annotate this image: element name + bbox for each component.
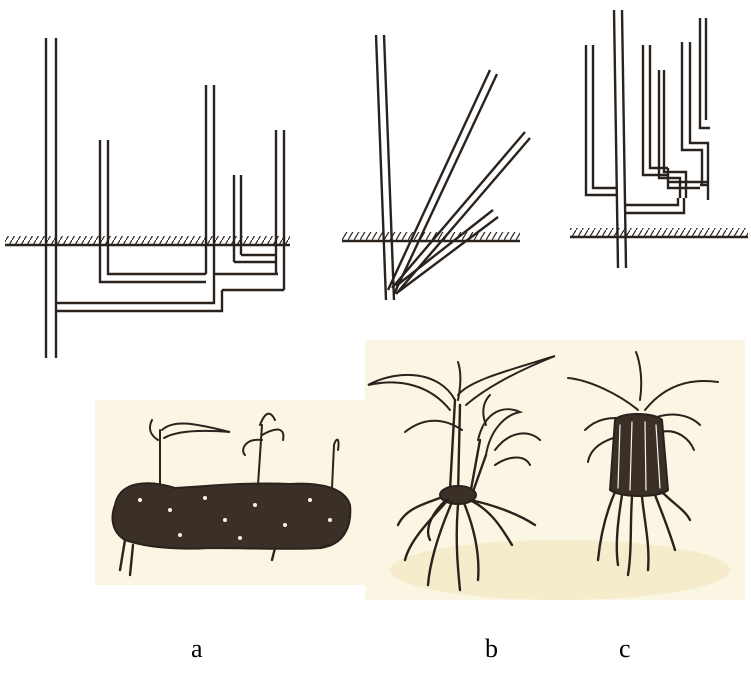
tiller-c-5 <box>700 18 710 128</box>
soil-tint-b <box>390 540 730 600</box>
rhizome-a-deep <box>56 282 222 311</box>
panel-label-c: c <box>619 636 631 662</box>
ground-hatch-c <box>570 228 748 237</box>
schematic-c <box>570 10 748 268</box>
panel-label-a: a <box>191 636 203 662</box>
tiller-c-6 <box>700 185 708 200</box>
tiller-c-left <box>586 45 616 195</box>
root-mass-a <box>112 483 350 549</box>
schematic-a <box>5 38 290 358</box>
tiller-b-1 <box>388 70 490 290</box>
panel-label-b: b <box>485 636 498 662</box>
ground-hatch-b <box>342 232 520 241</box>
rhizome-a-shallow <box>100 140 206 282</box>
tiller-c-join <box>626 168 708 213</box>
tiller-c-4 <box>682 42 708 185</box>
ground-hatch-a <box>5 236 290 245</box>
schematic-b <box>342 35 530 300</box>
tiller-b-3 <box>396 210 493 286</box>
